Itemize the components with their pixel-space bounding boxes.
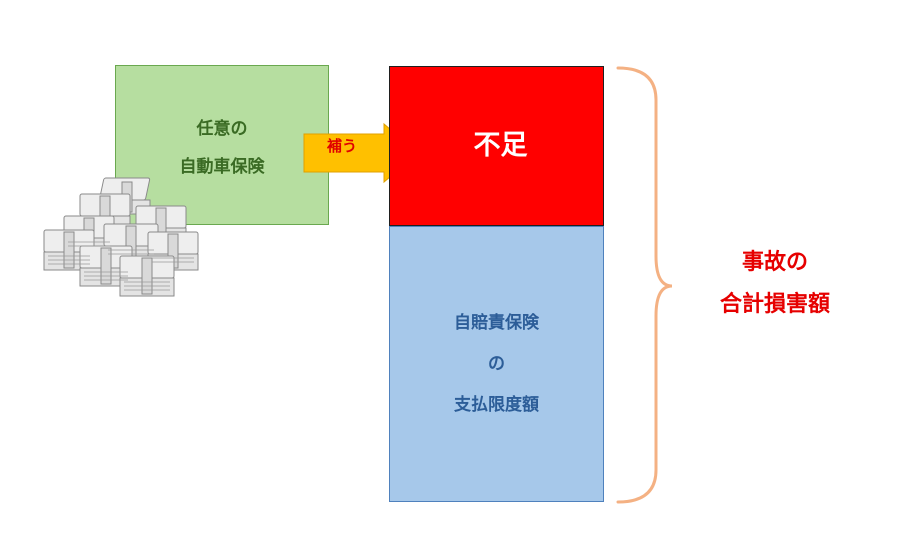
shortfall-label: 不足: [474, 127, 528, 165]
compulsory-insurance-line1: 自賠責保険: [454, 303, 539, 344]
total-damage-line1: 事故の: [686, 242, 864, 284]
optional-insurance-line1: 任意の: [180, 110, 265, 148]
compulsory-insurance-line3: 支払限度額: [454, 385, 539, 426]
compulsory-insurance-box: 自賠責保険 の 支払限度額: [389, 226, 604, 502]
compulsory-insurance-line2: の: [454, 344, 539, 385]
total-brace-icon: [612, 60, 672, 510]
shortfall-box: 不足: [389, 66, 604, 226]
money-stack-icon: [44, 172, 209, 302]
total-damage-label: 事故の 合計損害額: [686, 242, 864, 326]
total-damage-line2: 合計損害額: [686, 284, 864, 326]
supplement-arrow-label: 補う: [306, 131, 378, 161]
compulsory-insurance-label: 自賠責保険 の 支払限度額: [454, 303, 539, 426]
